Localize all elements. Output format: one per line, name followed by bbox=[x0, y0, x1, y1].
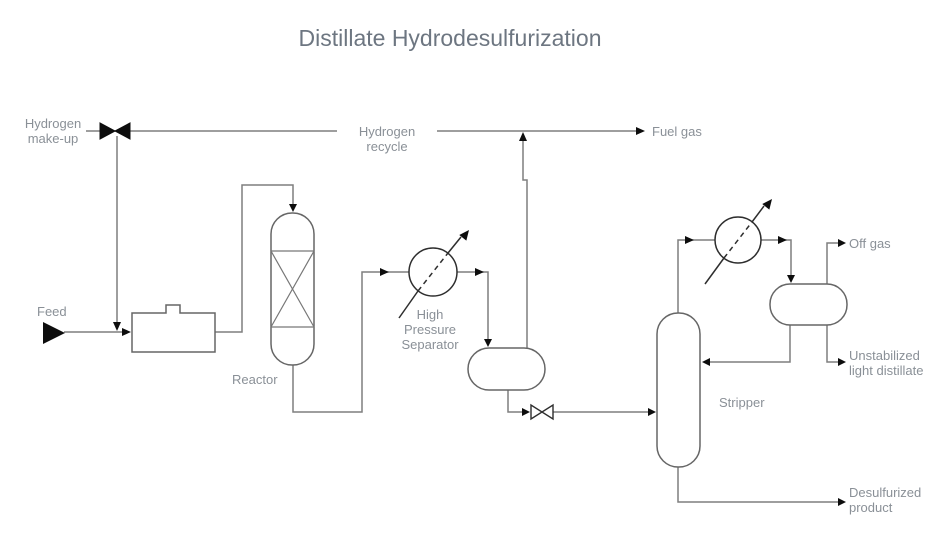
pipe-off-gas bbox=[826, 242, 838, 284]
makeup-join-arrowhead-icon bbox=[113, 322, 121, 331]
condenser-diagonal-upper bbox=[751, 205, 765, 223]
valve-inlet-arrowhead-icon bbox=[522, 408, 530, 416]
pipe-reflux-return bbox=[710, 325, 791, 363]
condenser-inlet-arrowhead-icon bbox=[685, 236, 694, 244]
pipe-recycle-riser bbox=[522, 140, 528, 348]
label-hydrogen-makeup: Hydrogen make-up bbox=[24, 116, 82, 146]
separator-inlet-arrowhead-icon bbox=[484, 339, 492, 347]
condenser-diagonal-dashed bbox=[723, 221, 753, 259]
letdown-valve-icon bbox=[530, 403, 554, 421]
reflux-drum bbox=[769, 283, 848, 326]
label-reactor: Reactor bbox=[232, 372, 278, 387]
feed-arrowhead-icon bbox=[122, 328, 131, 336]
pipe-cooler-to-separator bbox=[457, 271, 489, 339]
condenser-diagonal-lower bbox=[704, 257, 725, 285]
pipe-light-distillate bbox=[826, 325, 838, 363]
label-high-pressure-separator: High Pressure Separator bbox=[401, 307, 459, 352]
recycle-join-arrowhead-icon bbox=[519, 132, 527, 141]
cooler-outlet-arrowhead-icon bbox=[475, 268, 484, 276]
label-desulfurized-product: Desulfurized product bbox=[849, 485, 922, 515]
fuel-gas-arrowhead-icon bbox=[636, 127, 645, 135]
cooler-diagonal-lower bbox=[398, 290, 419, 319]
furnace bbox=[131, 304, 216, 353]
cooler-arrowhead-icon bbox=[459, 230, 469, 241]
pipe-desulfurized-product bbox=[677, 467, 838, 503]
product-arrowhead-icon bbox=[838, 498, 846, 506]
cooler-diagonal-upper bbox=[447, 236, 462, 254]
label-hydrogen-recycle: Hydrogen recycle bbox=[358, 124, 416, 154]
cooler-icon bbox=[408, 247, 458, 297]
cooler-diagonal-dashed bbox=[417, 252, 449, 292]
drum-inlet-arrowhead-icon bbox=[787, 275, 795, 283]
pipe-stripper-overhead bbox=[677, 239, 715, 313]
light-distillate-arrowhead-icon bbox=[838, 358, 846, 366]
makeup-valve-icon bbox=[99, 122, 131, 140]
reactor-bed-icon bbox=[270, 250, 315, 328]
condenser-arrowhead-icon bbox=[762, 199, 772, 210]
label-feed: Feed bbox=[37, 304, 67, 319]
off-gas-arrowhead-icon bbox=[838, 239, 846, 247]
cooler-inlet-arrowhead-icon bbox=[380, 268, 389, 276]
pipe-separator-to-valve bbox=[507, 390, 522, 413]
reflux-return-arrowhead-icon bbox=[702, 358, 710, 366]
stripper-column bbox=[656, 312, 701, 468]
pipe-reactor-to-cooler bbox=[292, 271, 409, 413]
diagram-title: Distillate Hydrodesulfurization bbox=[298, 25, 602, 51]
reactor-inlet-arrowhead-icon bbox=[289, 204, 297, 212]
pipe-condenser-to-drum bbox=[761, 239, 792, 275]
condenser-outlet-arrowhead-icon bbox=[778, 236, 787, 244]
feed-stream-icon bbox=[43, 322, 65, 344]
label-fuel-gas: Fuel gas bbox=[652, 124, 702, 139]
pipe-furnace-to-reactor bbox=[215, 184, 294, 333]
label-off-gas: Off gas bbox=[849, 236, 891, 251]
hp-separator-drum bbox=[467, 347, 546, 391]
label-stripper: Stripper bbox=[719, 395, 765, 410]
stripper-feed-arrowhead-icon bbox=[648, 408, 656, 416]
label-unstabilized-light-distillate: Unstabilized light distillate bbox=[849, 348, 924, 378]
